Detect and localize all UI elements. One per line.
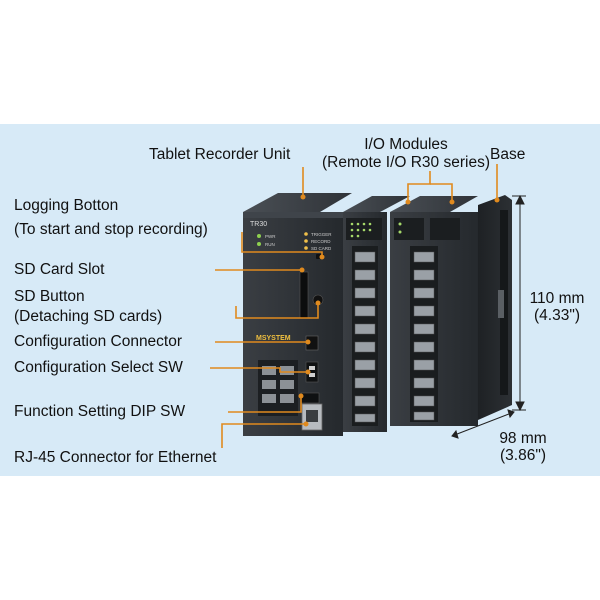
label-io-modules-line2: (Remote I/O R30 series) <box>322 154 490 171</box>
label-height-line1: 110 mm <box>529 290 585 307</box>
leader-lines <box>210 164 498 448</box>
label-rj45-connector: RJ-45 Connector for Ethernet <box>14 449 217 466</box>
status-label-record: RECORD <box>311 239 331 244</box>
io-module-2 <box>390 196 478 426</box>
label-tablet-recorder-unit: Tablet Recorder Unit <box>149 146 291 163</box>
base-unit <box>478 195 512 420</box>
led-label-pwr: PWR <box>265 234 276 239</box>
label-io-modules-line1: I/O Modules <box>364 136 448 153</box>
status-label-sdcard: SD CARD <box>311 246 332 251</box>
model-label: TR30 <box>250 221 267 228</box>
pwr-led <box>257 234 261 238</box>
label-depth-line2: (3.86") <box>500 447 546 464</box>
label-height-line2: (4.33") <box>534 307 580 324</box>
dimension-lines <box>451 194 526 439</box>
label-logging-button-line1: Logging Botton <box>14 197 119 214</box>
tablet-recorder-unit: TR30 PWR RUN TRIGGER RECORD SD CARD MSYS… <box>243 193 352 436</box>
label-logging-button-line2: (To start and stop recording) <box>14 221 208 238</box>
label-sd-card-slot: SD Card Slot <box>14 261 105 278</box>
label-function-setting-dip-sw: Function Setting DIP SW <box>14 403 186 420</box>
function-setting-dip-sw <box>300 392 320 404</box>
label-configuration-select-sw: Configuration Select SW <box>14 359 183 376</box>
label-sd-button-line1: SD Button <box>14 288 85 305</box>
status-label-trigger: TRIGGER <box>311 232 332 237</box>
label-base: Base <box>490 146 526 163</box>
run-led <box>257 242 261 246</box>
led-label-run: RUN <box>265 242 275 247</box>
label-depth-line1: 98 mm <box>499 430 547 447</box>
sd-card-slot <box>299 271 309 319</box>
label-configuration-connector: Configuration Connector <box>14 333 183 350</box>
brand-label: MSYSTEM <box>256 335 291 342</box>
label-sd-button-line2: (Detaching SD cards) <box>14 308 163 325</box>
io-module-1 <box>343 196 410 432</box>
